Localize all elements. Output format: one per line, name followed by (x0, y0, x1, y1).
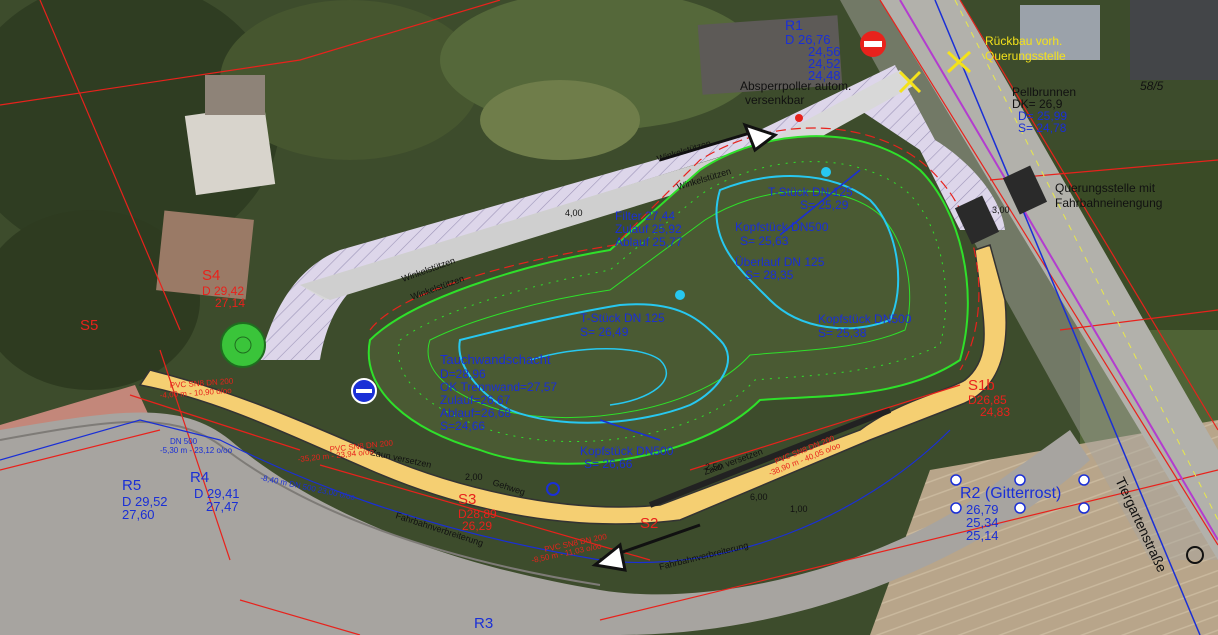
bollard-marker (795, 114, 803, 122)
arrow-left (591, 523, 701, 572)
label-tstueck-1-s: S= 26,49 (580, 325, 629, 339)
label-dim-6: 3,00 (992, 205, 1010, 215)
label-tauchwand-5: Ablauf=26,68 (440, 406, 511, 420)
label-r5: R5 (122, 477, 141, 494)
label-kopf-1: Kopfstück DN500 (735, 220, 829, 234)
label-pipe-1: PVC SN8 DN 200 (170, 377, 235, 390)
label-ueberlauf: Überlauf DN 125 (735, 255, 825, 269)
label-absperr-1: Absperrpoller autom. (740, 79, 851, 93)
label-s3: S3 (458, 491, 476, 508)
label-rueckbau-1: Rückbau vorh. (985, 34, 1062, 48)
label-s1b: S1b (968, 377, 995, 394)
yellow-cross-marker-1 (946, 50, 972, 74)
label-dim-3: 6,00 (750, 492, 768, 502)
label-r1-v2: 24,52 (808, 56, 841, 71)
label-r5-d: D 29,52 (122, 494, 168, 509)
label-r1: R1 (785, 17, 803, 33)
label-fraction: 58/5 (1140, 79, 1164, 93)
label-s3-v1: 26,29 (462, 519, 492, 533)
label-pipe-5: DN 500 (170, 437, 198, 446)
label-r2-v2: 25,34 (966, 515, 999, 530)
label-tstueck-1: T-Stück DN 125 (580, 311, 665, 325)
label-kopf-2: Kopfstück DN500 (580, 444, 674, 458)
label-r4-v1: 27,47 (206, 499, 239, 514)
label-tstueck-2-s: S= 25,29 (800, 198, 849, 212)
label-ueberlauf-s: S= 28,35 (745, 268, 794, 282)
label-r1-v3: 24,48 (808, 68, 841, 83)
label-kopf-3: Kopfstück DN500 (818, 312, 912, 326)
label-querung-2: Fahrbahneinengung (1055, 196, 1162, 210)
label-s4-v1: 27,14 (215, 296, 245, 310)
no-entry-sign (860, 31, 886, 57)
label-tauchwand-1: Tauchwandschacht (440, 352, 551, 367)
label-dim-2: 2,50 (705, 462, 723, 472)
label-tstueck-2: T-Stück DN 125 (768, 185, 853, 199)
retention-basin (367, 135, 969, 465)
label-s2: S2 (640, 515, 658, 532)
label-kopf-1-s: S= 25,63 (740, 234, 789, 248)
label-s1b-v1: 24,83 (980, 405, 1010, 419)
blue-sign (351, 378, 377, 404)
label-filter-1: Filter 27,44 (615, 209, 675, 223)
yellow-cross-marker-2 (898, 70, 922, 94)
manhole-marker (546, 482, 560, 496)
label-pipe-5b: -5,30 m - 23,12 o/oo (160, 446, 233, 455)
label-r4: R4 (190, 469, 209, 486)
label-r2-v3: 25,14 (966, 528, 999, 543)
label-r2: R2 (Gitterrost) (960, 485, 1061, 502)
label-s4: S4 (202, 267, 220, 284)
label-rueckbau-2: Querungsstelle (985, 49, 1066, 63)
paved-areas (260, 65, 1005, 360)
arrow-up-right (659, 122, 779, 162)
label-pellbrunnen-3: D= 25,99 (1018, 109, 1067, 123)
crossing-block-1 (954, 165, 1048, 245)
label-dim-5: 4,00 (565, 208, 583, 218)
selection-handles[interactable] (950, 474, 1090, 514)
label-kopf-2-s: S= 26,66 (584, 457, 633, 471)
label-r1-v1: 24,56 (808, 44, 841, 59)
tree-symbol (220, 322, 266, 368)
label-s3-d: D28,89 (458, 507, 497, 521)
label-tauchwand-2: D=28,96 (440, 367, 486, 381)
label-pellbrunnen-2: DK= 26,9 (1012, 97, 1063, 111)
label-querung-1: Querungsstelle mit (1055, 181, 1156, 195)
label-absperr-2: versenkbar (745, 93, 804, 107)
label-filter-2: Zulauf 25,92 (615, 222, 682, 236)
label-kopf-3-s: S= 25,38 (818, 326, 867, 340)
label-r2-v1: 26,79 (966, 502, 999, 517)
label-dim-1: 2,00 (465, 472, 483, 482)
compass-marker (1186, 546, 1204, 564)
label-r5-v1: 27,60 (122, 507, 155, 522)
label-s4-d: D 29,42 (202, 284, 244, 298)
label-tauchwand-4: Zulauf=26,67 (440, 393, 511, 407)
label-pellbrunnen-1: Pellbrunnen (1012, 85, 1076, 99)
label-r4-d: D 29,41 (194, 486, 240, 501)
footpath (138, 244, 1007, 525)
label-dim-4: 1,00 (790, 504, 808, 514)
label-filter-3: Ablauf 25,77 (615, 235, 683, 249)
label-tauchwand-3: OK Trennwand=27,57 (440, 380, 557, 394)
road-network (0, 412, 1090, 635)
label-r3: R3 (474, 615, 493, 632)
map-markers (220, 31, 1204, 572)
label-s5: S5 (80, 317, 98, 334)
label-r1-d: D 26,76 (785, 32, 831, 47)
label-s1b-d: D26,85 (968, 393, 1007, 407)
label-pellbrunnen-4: S= 24,78 (1018, 121, 1067, 135)
label-tauchwand-6: S=24,66 (440, 419, 485, 433)
